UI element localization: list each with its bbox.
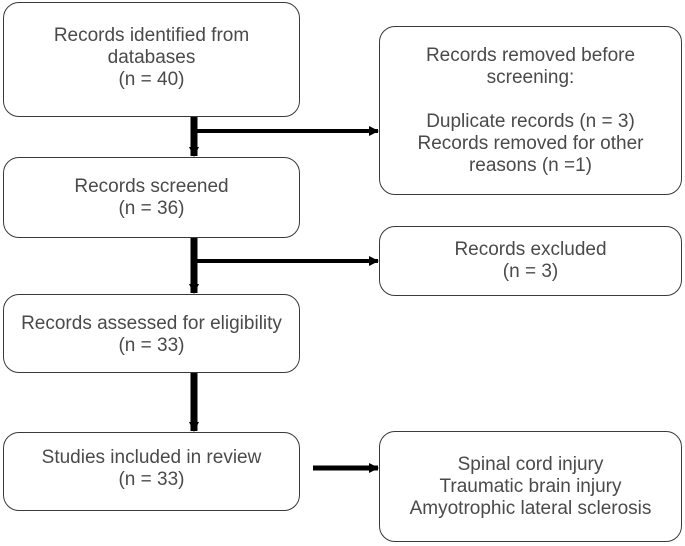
records-removed-label-line2: screening: [486,66,575,88]
records-identified-box: Records identified from databases (n = 4… [3,2,300,117]
records-screened-label: Records screened [74,175,229,197]
duplicate-records-text: Duplicate records (n = 3) [426,110,635,132]
studies-included-label: Studies included in review [41,446,262,468]
records-identified-count: (n = 40) [118,68,185,90]
records-removed-label-line1: Records removed before [425,44,636,66]
records-assessed-label: Records assessed for eligibility [21,312,282,334]
other-reasons-text-line1: Records removed for other [417,132,644,154]
records-identified-label-line2: databases [107,46,196,68]
records-screened-box: Records screened (n = 36) [3,157,300,238]
records-screened-count: (n = 36) [118,197,185,219]
condition-item-traumatic-brain-injury: Traumatic brain injury [439,475,622,497]
studies-included-box: Studies included in review (n = 33) [3,432,300,511]
records-excluded-count: (n = 3) [502,261,559,282]
studies-included-count: (n = 33) [118,468,185,490]
conditions-box: Spinal cord injury Traumatic brain injur… [379,431,682,542]
records-assessed-count: (n = 33) [118,334,185,356]
condition-item-als: Amyotrophic lateral sclerosis [409,497,652,519]
records-excluded-label: Records excluded [454,239,607,260]
records-removed-box: Records removed before screening: Duplic… [379,26,682,195]
records-identified-label-line1: Records identified from [53,24,250,46]
condition-item-spinal-cord-injury: Spinal cord injury [457,453,604,475]
other-reasons-text-line2: reasons (n =1) [468,154,593,176]
records-excluded-box: Records excluded (n = 3) [379,226,682,296]
records-assessed-box: Records assessed for eligibility (n = 33… [3,294,300,373]
